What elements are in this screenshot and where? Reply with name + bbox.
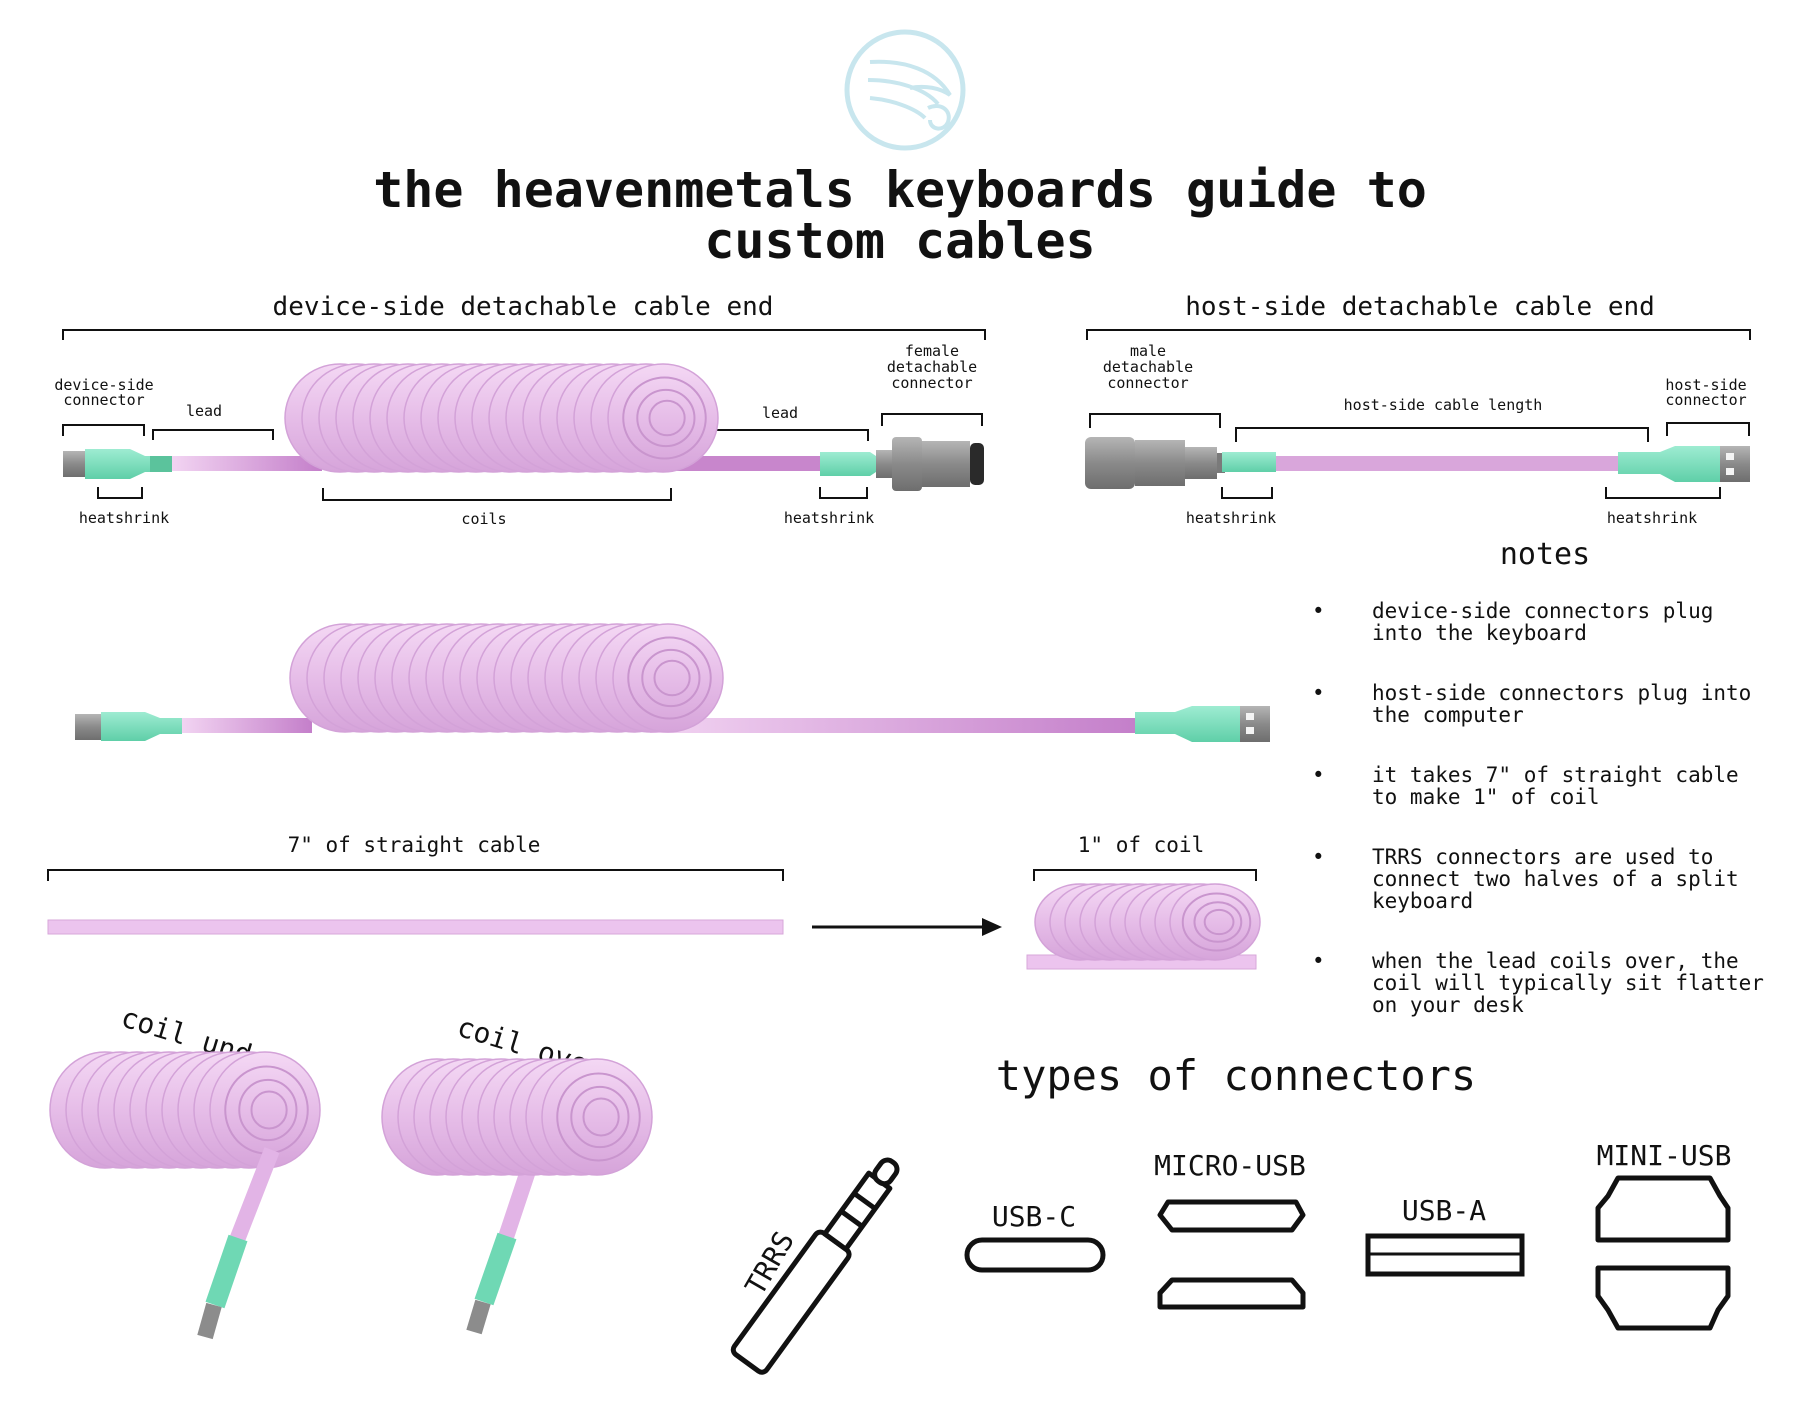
arrow-right-icon: [812, 918, 1002, 936]
usb-a-connector-icon: [1365, 1233, 1525, 1277]
one-inch-coil-bracket: [1033, 869, 1257, 881]
device-side-connector-label-1: device-side: [54, 376, 153, 394]
host-side-cable: [1085, 437, 1750, 489]
types-heading: types of connectors: [996, 1051, 1476, 1100]
coils-bracket: [322, 488, 672, 501]
page-title-line1: the heavenmetals keyboards guide to: [373, 161, 1427, 219]
notes-list: •device-side connectors plug into the ke…: [1300, 600, 1780, 1054]
heatshrink-label-2: heatshrink: [784, 509, 874, 527]
device-side-bracket: [62, 329, 986, 340]
straight-cable-bracket: [47, 869, 784, 881]
male-detachable-label-1: male: [1130, 342, 1166, 360]
full-cable: [75, 623, 1270, 742]
host-side-connector-label-1: host-side: [1665, 376, 1746, 394]
female-detachable-bracket: [881, 413, 983, 426]
trrs-connector-icon: [730, 1157, 900, 1375]
one-inch-coil: [1026, 883, 1261, 970]
heatshrink-bracket-2: [819, 487, 868, 499]
male-detachable-label-3: connector: [1107, 374, 1188, 392]
female-detachable-label-1: female: [905, 342, 959, 360]
note-item: •when the lead coils over, the coil will…: [1312, 949, 1764, 1017]
female-detachable-label-3: connector: [891, 374, 972, 392]
lead-bracket-left: [152, 429, 274, 440]
host-side-bracket: [1086, 329, 1751, 340]
mini-usb-connector-icon: [1595, 1175, 1731, 1331]
note-text: it takes 7" of straight cable to make 1"…: [1372, 763, 1739, 809]
usb-c-label: USB-C: [992, 1200, 1076, 1233]
micro-usb-connector-icon: [1157, 1199, 1306, 1310]
device-side-cable: [63, 363, 984, 491]
lead-label-left: lead: [186, 402, 222, 420]
lead-label-right: lead: [762, 404, 798, 422]
host-side-heading: host-side detachable cable end: [1185, 292, 1655, 322]
straight-cable-label: 7" of straight cable: [288, 833, 541, 857]
usb-a-label: USB-A: [1402, 1194, 1486, 1227]
note-item: •TRRS connectors are used to connect two…: [1312, 845, 1739, 913]
male-detachable-label-2: detachable: [1103, 358, 1193, 376]
host-side-connector-label-2: connector: [1665, 391, 1746, 409]
coils-label: coils: [461, 510, 506, 528]
device-side-connector-label-2: connector: [63, 391, 144, 409]
note-text: when the lead coils over, the coil will …: [1372, 949, 1764, 1017]
usb-c-connector-icon: [964, 1237, 1106, 1273]
male-detachable-bracket: [1089, 413, 1221, 428]
device-side-heading: device-side detachable cable end: [273, 292, 774, 322]
host-cable-length-bracket: [1235, 427, 1649, 442]
mini-usb-label: MINI-USB: [1597, 1139, 1732, 1172]
notes-heading: notes: [1499, 537, 1591, 572]
heatshrink-label-1: heatshrink: [79, 509, 169, 527]
host-side-connector-bracket: [1666, 422, 1750, 436]
note-item: •device-side connectors plug into the ke…: [1312, 599, 1714, 645]
micro-usb-label: MICRO-USB: [1154, 1149, 1306, 1182]
one-inch-coil-label: 1" of coil: [1078, 833, 1204, 857]
note-text: host-side connectors plug into the compu…: [1372, 681, 1752, 727]
lead-bracket-right: [711, 429, 869, 441]
host-cable-length-label: host-side cable length: [1344, 396, 1543, 414]
note-text: TRRS connectors are used to connect two …: [1372, 845, 1739, 913]
device-side-connector-bracket: [62, 424, 145, 436]
note-item: •host-side connectors plug into the comp…: [1312, 681, 1752, 727]
note-text: device-side connectors plug into the key…: [1372, 599, 1714, 645]
note-item: •it takes 7" of straight cable to make 1…: [1312, 763, 1739, 809]
straight-cable: [47, 919, 784, 935]
female-detachable-label-2: detachable: [887, 358, 977, 376]
heatshrink-bracket-1: [97, 487, 143, 499]
heatshrink-label-3: heatshrink: [1186, 509, 1276, 527]
coil-under-illustration: [49, 1051, 321, 1340]
coil-over-illustration: [381, 1058, 653, 1335]
heatshrink-bracket-4: [1605, 487, 1721, 499]
heatshrink-label-4: heatshrink: [1607, 509, 1697, 527]
page-title-line2: custom cables: [704, 212, 1095, 270]
winged-spiral-logo-icon: [844, 29, 966, 151]
heatshrink-bracket-3: [1221, 487, 1273, 499]
